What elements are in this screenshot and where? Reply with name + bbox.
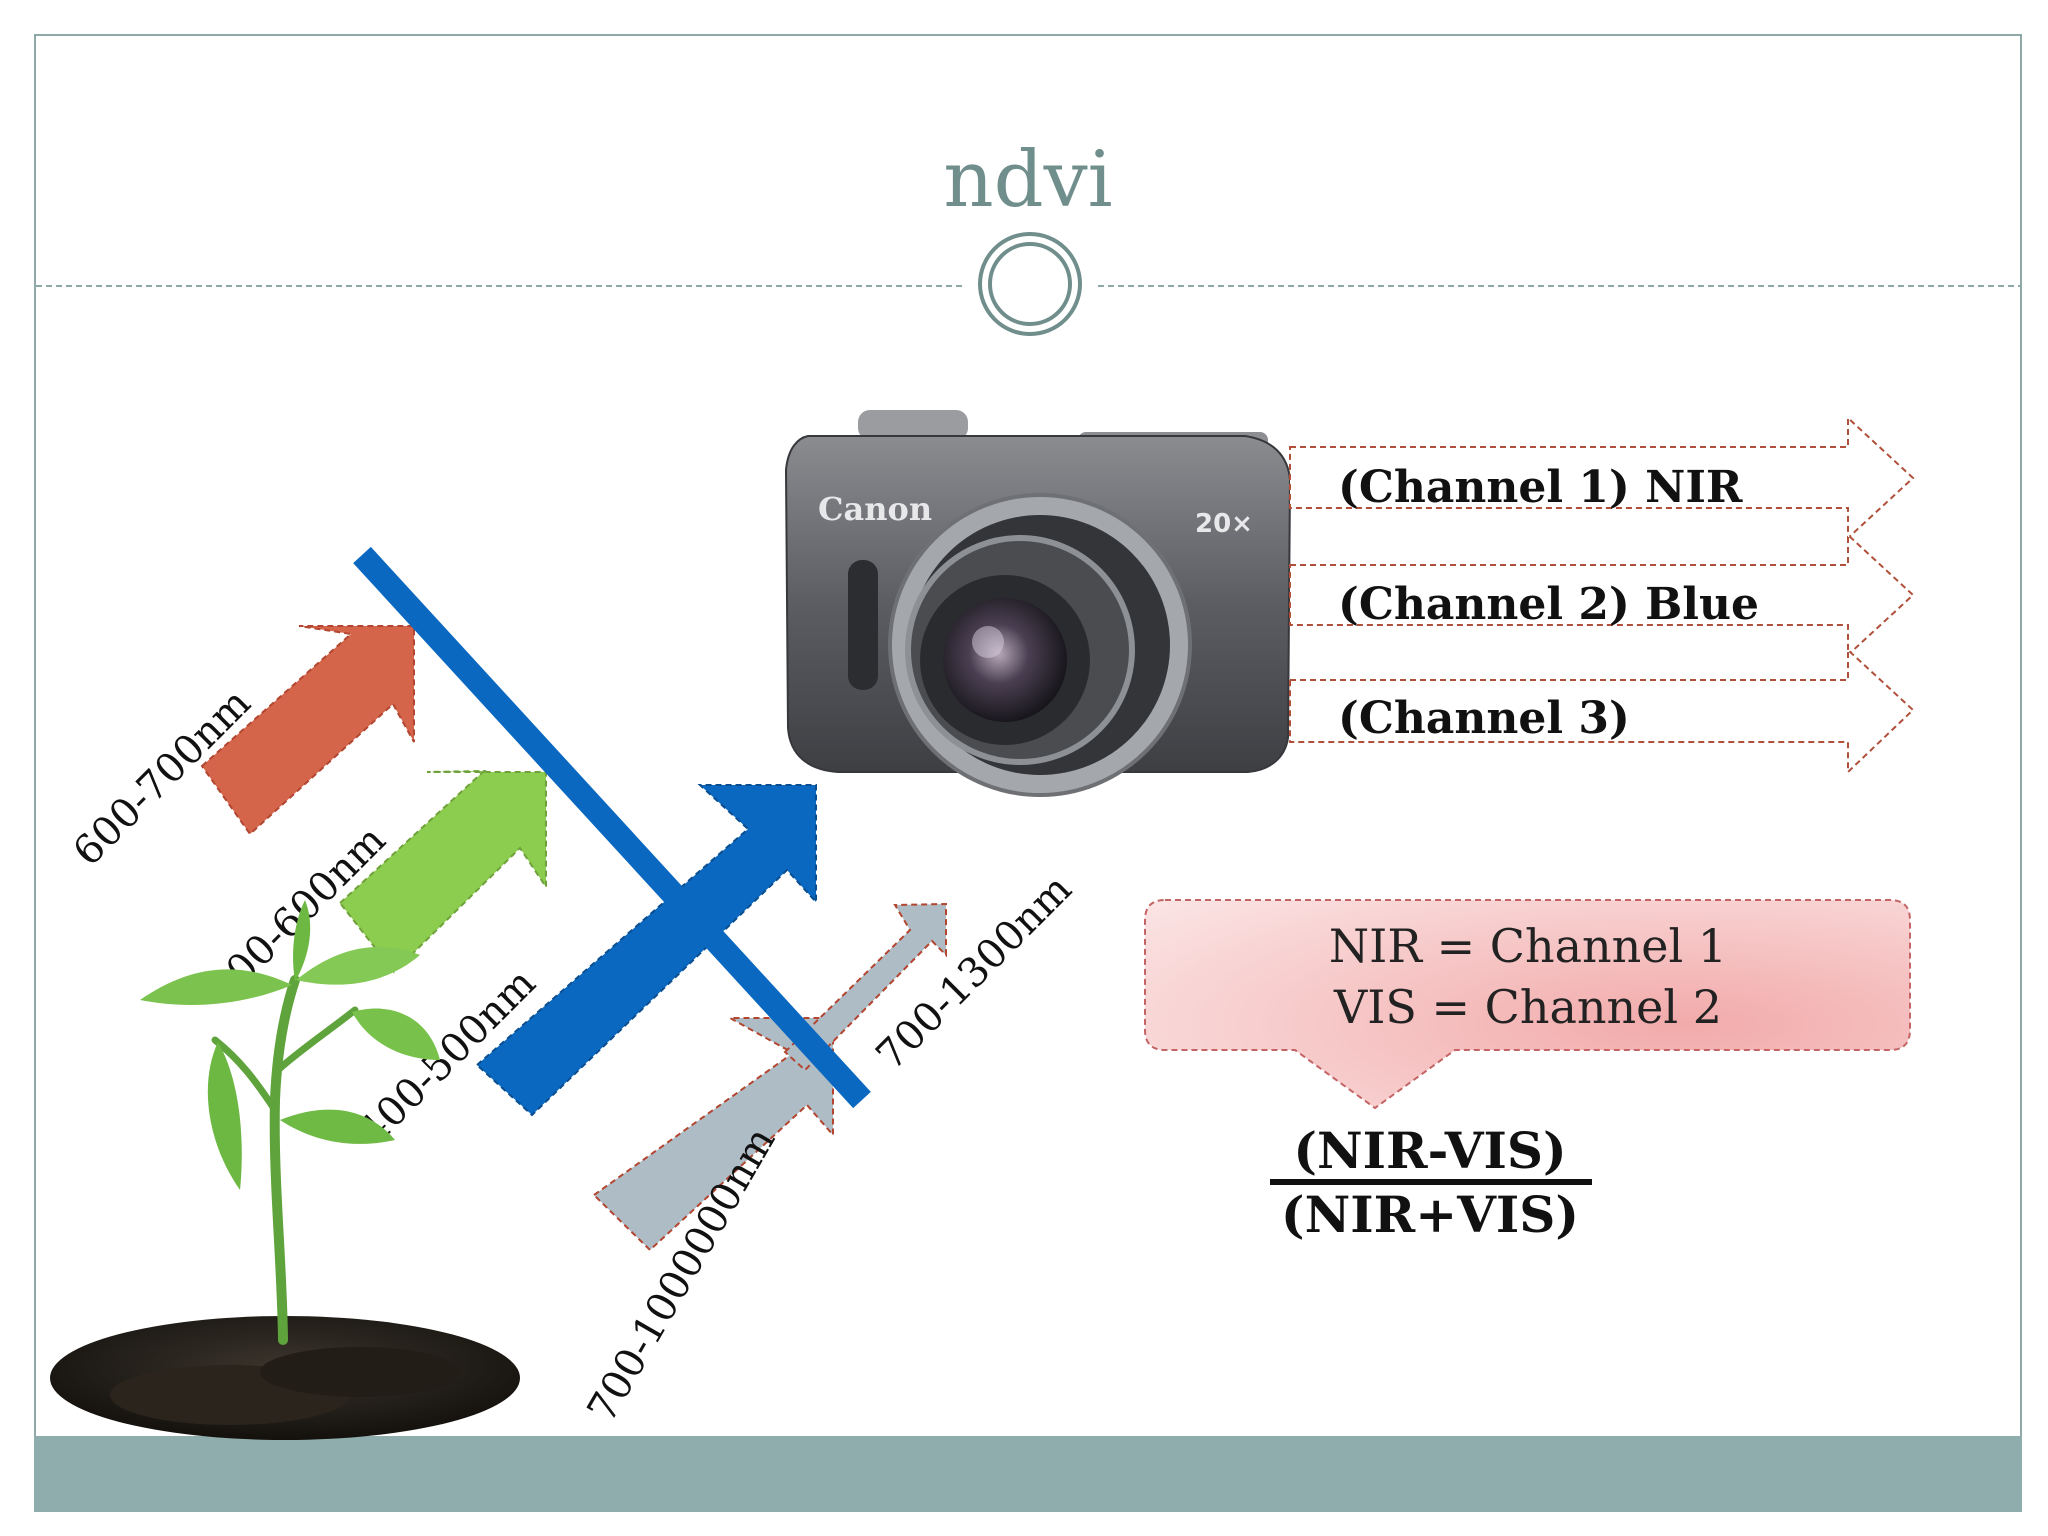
filter-line bbox=[353, 546, 871, 1109]
footer-bar bbox=[34, 1436, 2022, 1512]
slide-title: ndvi bbox=[943, 135, 1113, 225]
channel-3-arrow bbox=[1289, 647, 1915, 775]
red-arrow bbox=[200, 625, 415, 836]
title-divider bbox=[36, 232, 2020, 336]
blue-arrow bbox=[475, 784, 817, 1117]
callout-line-2: VIS = Channel 2 bbox=[1333, 980, 1722, 1034]
channel-2-arrow bbox=[1289, 532, 1915, 658]
channel-3-label: (Channel 3) bbox=[1338, 693, 1630, 744]
formula-denominator: (NIR+VIS) bbox=[1281, 1185, 1579, 1244]
callout-box bbox=[1144, 899, 1911, 1110]
formula-numerator: (NIR-VIS) bbox=[1293, 1121, 1566, 1180]
channel-2-label: (Channel 2) Blue bbox=[1338, 579, 1759, 630]
green-arrow bbox=[338, 769, 547, 974]
callout-line-1: NIR = Channel 1 bbox=[1329, 919, 1727, 973]
plant-illustration bbox=[50, 900, 520, 1440]
channel-arrows bbox=[1289, 415, 1915, 775]
camera-illustration: Canon 20× bbox=[784, 410, 1292, 797]
channel-1-arrow bbox=[1289, 415, 1915, 541]
camera-brand: Canon bbox=[818, 490, 932, 528]
channel-1-label: (Channel 1) NIR bbox=[1338, 462, 1743, 513]
camera-zoom-badge: 20× bbox=[1195, 509, 1253, 539]
gray-incident-arrow bbox=[592, 1017, 834, 1252]
gray-reflected-arrow bbox=[783, 902, 947, 1072]
